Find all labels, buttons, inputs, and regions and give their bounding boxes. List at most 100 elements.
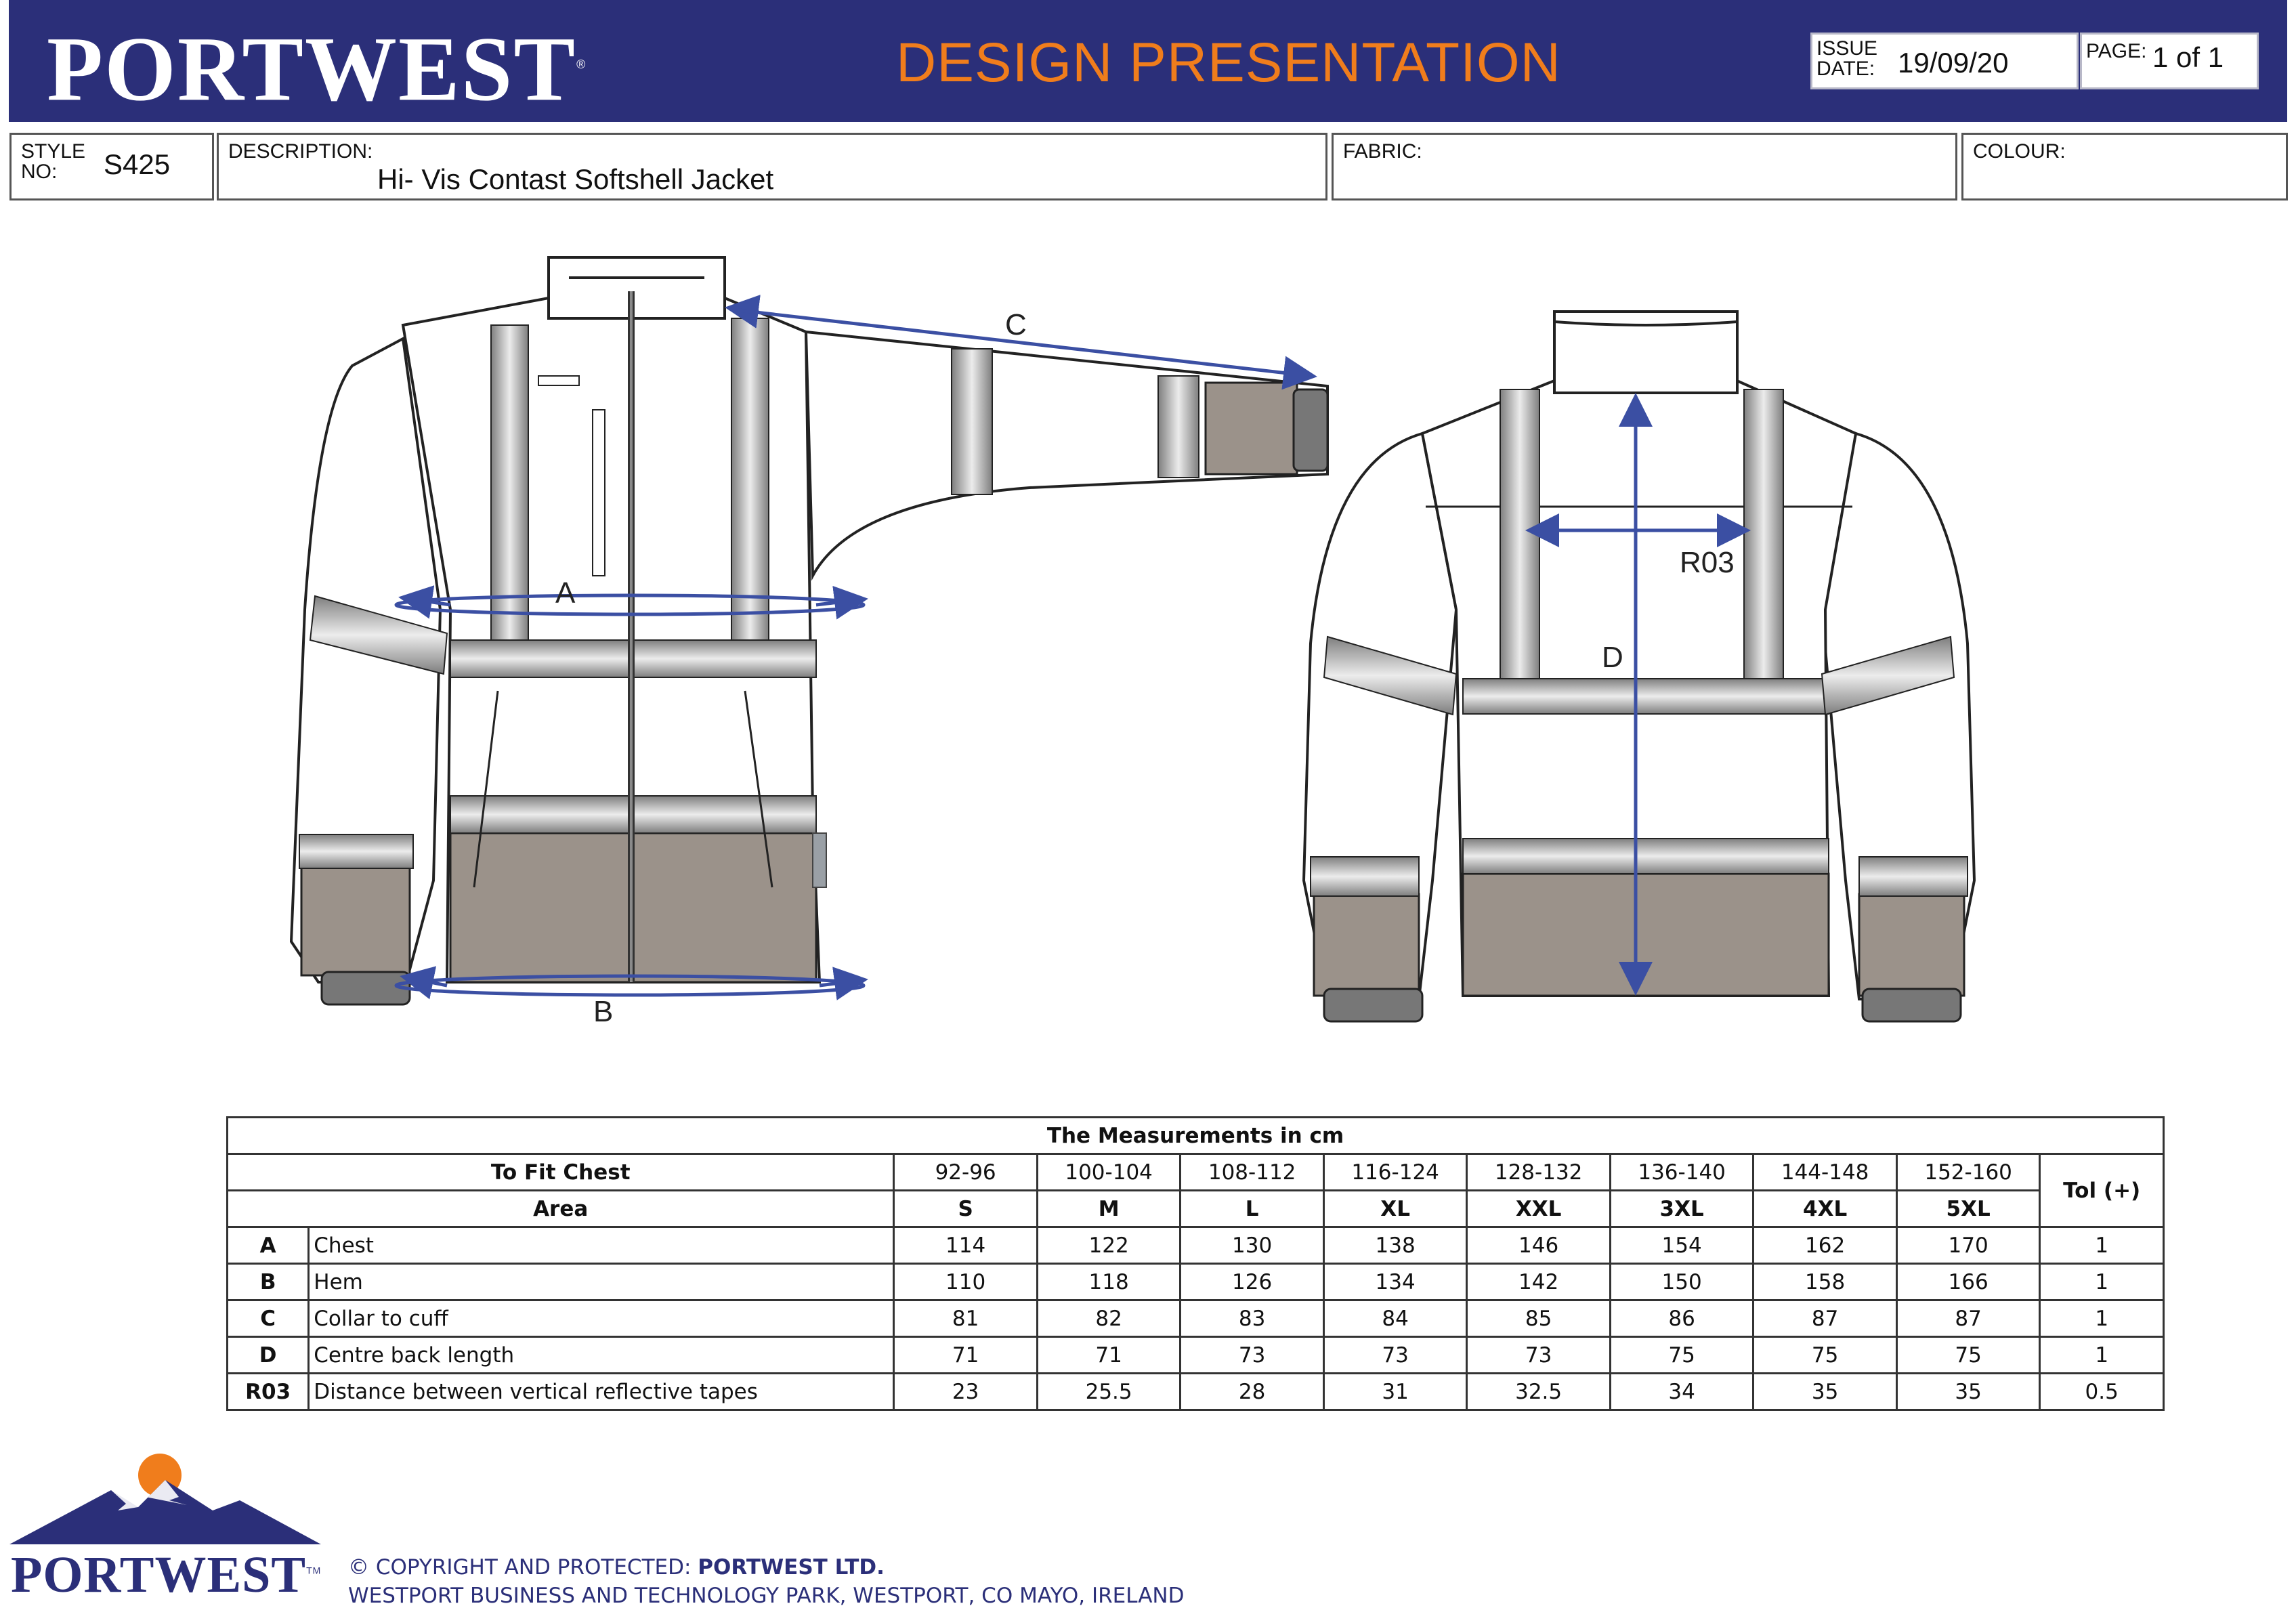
back-right-cuff-tab	[1861, 988, 1962, 1023]
row-code: B	[226, 1263, 310, 1301]
cell-value: 71	[1036, 1336, 1182, 1374]
cell-value: 110	[893, 1263, 1038, 1301]
colour-box: COLOUR:	[1961, 133, 2288, 200]
description-box: DESCRIPTION: Hi- Vis Contast Softshell J…	[217, 133, 1327, 200]
cell-value: 82	[1036, 1299, 1182, 1338]
cell-value: 162	[1752, 1226, 1898, 1265]
copyright-company: PORTWEST LTD.	[698, 1555, 885, 1580]
area-header: Area	[226, 1189, 895, 1228]
chest-range: 116-124	[1322, 1153, 1468, 1191]
cell-value: 142	[1466, 1263, 1611, 1301]
back-left-sleeve-tape-lower	[1310, 856, 1420, 897]
table-size-row: Area S M L XL XXL 3XL 4XL 5XL	[226, 1189, 2164, 1228]
issue-date-box: ISSUE DATE: 19/09/20	[1810, 33, 2079, 89]
size-header: M	[1036, 1189, 1182, 1228]
label-d: D	[1602, 641, 1623, 674]
cell-value: 73	[1179, 1336, 1325, 1374]
fit-chest-label: To Fit Chest	[226, 1153, 895, 1191]
front-right-sleeve-tape-lower	[1157, 375, 1199, 478]
front-badge-loop	[538, 375, 580, 386]
row-area: Collar to cuff	[307, 1299, 895, 1338]
label-r03: R03	[1680, 546, 1735, 579]
row-code: D	[226, 1336, 310, 1374]
cell-tolerance: 1	[2039, 1263, 2165, 1301]
table-row: D Centre back length 71 71 73 73 73 75 7…	[226, 1336, 2165, 1374]
front-side-label	[812, 832, 827, 888]
page-label: PAGE:	[2086, 40, 2147, 62]
chest-range: 108-112	[1179, 1153, 1325, 1191]
cell-value: 87	[1895, 1299, 2041, 1338]
cell-value: 146	[1466, 1226, 1611, 1265]
cell-tolerance: 1	[2039, 1336, 2165, 1374]
colour-label: COLOUR:	[1973, 140, 2066, 163]
tolerance-header: Tol (+)	[2039, 1153, 2165, 1228]
front-left-sleeve-tape-upper	[309, 595, 448, 675]
cell-value: 170	[1895, 1226, 2041, 1265]
issue-date-label: ISSUE DATE:	[1816, 37, 1878, 80]
cell-value: 81	[893, 1299, 1038, 1338]
copyright-prefix: © COPYRIGHT AND PROTECTED:	[348, 1555, 698, 1580]
jacket-technical-drawing: A B C R03 D	[289, 256, 1976, 1028]
table-title: The Measurements in cm	[226, 1116, 2165, 1155]
cell-value: 34	[1609, 1372, 1755, 1411]
front-collar	[547, 256, 726, 320]
front-measurement-arrows	[394, 295, 1317, 1000]
back-contrast-hem	[1462, 872, 1830, 997]
size-header: 3XL	[1609, 1189, 1755, 1228]
cell-value: 122	[1036, 1226, 1182, 1265]
back-right-sleeve-tape-upper	[1821, 635, 1955, 716]
address-line: WESTPORT BUSINESS AND TECHNOLOGY PARK, W…	[348, 1584, 1185, 1608]
footer-brand: PORTWESTTM	[11, 1546, 321, 1605]
front-right-hand-pocket	[744, 690, 773, 888]
back-measurement-arrows	[1525, 393, 1751, 996]
description-label: DESCRIPTION:	[228, 140, 373, 163]
cell-value: 35	[1895, 1372, 2041, 1411]
label-a: A	[555, 576, 576, 610]
cell-value: 32.5	[1466, 1372, 1611, 1411]
cell-value: 118	[1036, 1263, 1182, 1301]
cell-value: 150	[1609, 1263, 1755, 1301]
fabric-box: FABRIC:	[1332, 133, 1957, 200]
fabric-label: FABRIC:	[1343, 140, 1422, 163]
front-right-vertical-tape	[731, 318, 769, 644]
table-row: B Hem 110 118 126 134 142 150 158 166 1	[226, 1263, 2165, 1301]
cell-value: 154	[1609, 1226, 1755, 1265]
cell-value: 130	[1179, 1226, 1325, 1265]
size-header: L	[1179, 1189, 1325, 1228]
cell-tolerance: 0.5	[2039, 1372, 2165, 1411]
cell-value: 28	[1179, 1372, 1325, 1411]
issue-date-value: 19/09/20	[1898, 47, 2009, 79]
table-row: C Collar to cuff 81 82 83 84 85 86 87 87…	[226, 1299, 2165, 1338]
row-area: Hem	[307, 1263, 895, 1301]
chest-range: 152-160	[1895, 1153, 2041, 1191]
front-left-hand-pocket	[473, 690, 499, 888]
front-left-sleeve	[289, 336, 442, 983]
header-band: PORTWEST® DESIGN PRESENTATION ISSUE DATE…	[9, 0, 2287, 122]
back-collar	[1553, 310, 1739, 394]
cell-value: 85	[1466, 1299, 1611, 1338]
row-area: Chest	[307, 1226, 895, 1265]
front-chest-zip-pocket	[592, 409, 605, 576]
mountain-sun-logo-icon	[9, 1454, 321, 1544]
back-left-cuff-tab	[1323, 988, 1424, 1023]
size-header: 4XL	[1752, 1189, 1898, 1228]
front-left-sleeve-tape-lower	[299, 834, 414, 869]
cell-value: 166	[1895, 1263, 2041, 1301]
cell-value: 25.5	[1036, 1372, 1182, 1411]
chest-range: 128-132	[1466, 1153, 1611, 1191]
description-value: Hi- Vis Contast Softshell Jacket	[377, 163, 774, 195]
cell-value: 73	[1322, 1336, 1468, 1374]
chest-range: 92-96	[893, 1153, 1038, 1191]
back-right-sleeve-tape-lower	[1858, 856, 1968, 897]
back-left-sleeve-tape-upper	[1323, 635, 1458, 716]
row-code: A	[226, 1226, 310, 1265]
cell-value: 158	[1752, 1263, 1898, 1301]
back-right-vertical-tape	[1743, 389, 1784, 681]
style-no-label: STYLE NO:	[21, 140, 86, 183]
measurement-table: The Measurements in cm To Fit Chest 92-9…	[226, 1116, 2165, 1411]
size-header: XL	[1322, 1189, 1468, 1228]
front-right-cuff-tab	[1292, 388, 1329, 472]
back-left-vertical-tape	[1500, 389, 1540, 681]
table-row: A Chest 114 122 130 138 146 154 162 170 …	[226, 1226, 2165, 1265]
cell-value: 126	[1179, 1263, 1325, 1301]
